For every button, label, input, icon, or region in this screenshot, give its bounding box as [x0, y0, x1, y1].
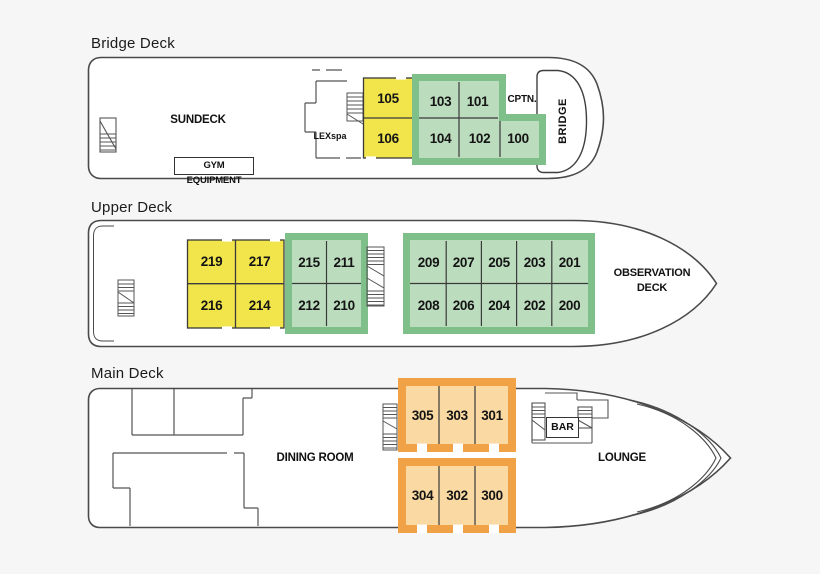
lexspa-label: LEXspa	[313, 131, 347, 141]
main-deck-title: Main Deck	[91, 365, 164, 382]
cabin-205: 205	[488, 254, 510, 270]
bar-label: BAR	[546, 417, 579, 438]
cabin-215: 215	[298, 254, 320, 270]
cabin-103: 103	[429, 93, 452, 109]
cabin-212: 212	[298, 297, 320, 313]
observation-deck-label: OBSERVATION DECK	[613, 267, 691, 294]
cabin-210: 210	[333, 297, 355, 313]
cabin-204: 204	[488, 297, 510, 313]
upper-green-forward-block	[403, 233, 595, 334]
cabin-206: 206	[452, 297, 475, 313]
stairs-icon	[117, 279, 135, 317]
cabin-209: 209	[417, 254, 440, 270]
stairs-icon	[382, 403, 398, 451]
bar-area-outline	[531, 392, 609, 444]
bridge-room-label: BRIDGE	[557, 98, 569, 144]
main-deck-interior-walls	[112, 389, 259, 526]
cabin-214: 214	[248, 298, 271, 313]
cabin-208: 208	[417, 297, 440, 313]
stairs-icon	[99, 117, 117, 153]
cabin-217: 217	[248, 254, 271, 269]
cabin-200: 200	[558, 297, 581, 313]
cabin-203: 203	[523, 254, 546, 270]
cabin-304: 304	[411, 488, 434, 503]
captain-cabin-label: CPTN.	[507, 94, 537, 105]
cabin-300: 300	[481, 488, 503, 503]
cabin-100: 100	[507, 130, 529, 146]
upper-deck-title: Upper Deck	[91, 199, 173, 216]
cabin-219: 219	[200, 254, 223, 269]
cabin-104: 104	[429, 130, 452, 146]
upper-green-aft-block	[285, 233, 368, 334]
gym-equipment-label: GYM EQUIPMENT	[174, 157, 254, 186]
cabin-303: 303	[446, 407, 468, 423]
sundeck-label: SUNDECK	[170, 114, 226, 126]
cabin-105: 105	[377, 90, 399, 106]
bridge-yellow-cabin-block	[362, 76, 414, 160]
main-orange-bottom-block	[398, 458, 516, 534]
cabin-302: 302	[446, 488, 468, 503]
cabin-207: 207	[452, 254, 475, 270]
cabin-202: 202	[523, 297, 546, 313]
cabin-216: 216	[200, 298, 223, 313]
dining-room-label: DINING ROOM	[276, 452, 354, 464]
cabin-305: 305	[411, 407, 434, 423]
cabin-102: 102	[468, 130, 491, 146]
main-orange-top-block	[398, 378, 516, 453]
cabin-201: 201	[558, 254, 581, 270]
bridge-green-cabin-block	[412, 74, 546, 165]
cabin-211: 211	[333, 254, 355, 270]
lounge-label: LOUNGE	[598, 452, 646, 464]
bridge-deck-title: Bridge Deck	[91, 35, 175, 52]
stairs-icon	[366, 246, 385, 307]
cabin-101: 101	[466, 93, 489, 109]
upper-yellow-cabin-block	[186, 238, 285, 330]
cabin-301: 301	[481, 407, 503, 423]
lexspa-room-outline	[304, 69, 361, 159]
cabin-106: 106	[377, 130, 399, 146]
